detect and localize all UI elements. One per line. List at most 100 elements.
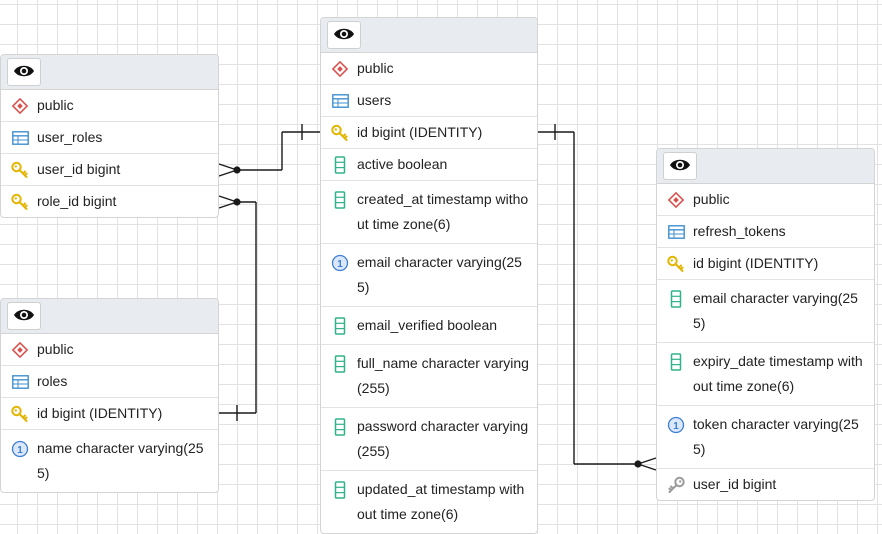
column-row[interactable]: id bigint (IDENTITY) xyxy=(321,117,537,149)
column-row-label: id bigint (IDENTITY) xyxy=(37,405,163,421)
table-name-row[interactable]: user_roles xyxy=(1,122,218,154)
unique-column-icon: 1 xyxy=(331,250,349,275)
unique-column-icon: 1 xyxy=(667,412,685,437)
primary-key-icon xyxy=(11,401,29,426)
schema-row[interactable]: public xyxy=(1,90,218,122)
table-icon xyxy=(331,88,349,113)
column-icon xyxy=(331,187,349,212)
table-icon xyxy=(667,219,685,244)
primary-key-icon xyxy=(11,157,29,182)
column-row-label: created_at timestamp without time zone(6… xyxy=(357,191,529,232)
column-icon xyxy=(331,351,349,376)
column-row-label: user_id bigint xyxy=(693,476,777,492)
svg-text:1: 1 xyxy=(17,445,23,456)
column-icon xyxy=(331,477,349,502)
rel-userroles-roles-foot xyxy=(218,195,238,203)
column-icon xyxy=(331,313,349,338)
column-icon xyxy=(331,152,349,177)
table-header xyxy=(657,149,874,184)
schema-icon xyxy=(667,187,685,212)
column-row-label: name character varying(255) xyxy=(37,440,204,481)
view-toggle-button[interactable] xyxy=(7,302,41,330)
view-toggle-button[interactable] xyxy=(327,21,361,49)
column-row[interactable]: 1 name character varying(255) xyxy=(1,430,218,492)
column-row-label: email character varying(255) xyxy=(693,290,858,331)
column-row[interactable]: 1 token character varying(255) xyxy=(657,406,874,469)
column-row-label: updated_at timestamp without time zone(6… xyxy=(357,481,525,522)
schema-icon xyxy=(331,56,349,81)
column-row-label: email_verified boolean xyxy=(357,317,498,333)
schema-row-label: public xyxy=(357,60,394,76)
column-row-label: role_id bigint xyxy=(37,193,117,209)
table-icon xyxy=(11,125,29,150)
column-icon xyxy=(667,349,685,374)
schema-icon xyxy=(11,337,29,362)
eye-icon xyxy=(13,64,35,81)
eye-icon xyxy=(333,27,355,44)
rel-tokens-users-foot xyxy=(637,463,657,471)
column-row[interactable]: 1 email character varying(255) xyxy=(321,244,537,307)
column-row-label: full_name character varying(255) xyxy=(357,355,529,396)
table-roles[interactable]: public roles id bigint (IDENTITY) 1 name cha… xyxy=(0,298,219,493)
column-row-label: email character varying(255) xyxy=(357,254,522,295)
table-name-row[interactable]: users xyxy=(321,85,537,117)
table-header xyxy=(321,18,537,53)
table-icon xyxy=(11,369,29,394)
rel-userroles-roles-many-dot xyxy=(233,198,241,206)
rel-userroles-roles-foot xyxy=(218,201,238,209)
rel-userroles-users-foot xyxy=(218,163,238,171)
table-header xyxy=(1,55,218,90)
rel-userroles-users-many-dot xyxy=(233,166,241,174)
schema-row-label: public xyxy=(693,191,730,207)
column-row-label: user_id bigint xyxy=(37,161,121,177)
svg-text:1: 1 xyxy=(673,421,679,432)
schema-row[interactable]: public xyxy=(657,184,874,216)
table-users[interactable]: public users id bigint (IDENTITY) active bo… xyxy=(320,17,538,534)
svg-text:1: 1 xyxy=(337,259,343,270)
column-row[interactable]: active boolean xyxy=(321,149,537,181)
column-icon xyxy=(667,286,685,311)
unique-column-icon: 1 xyxy=(11,436,29,461)
table-name-row-label: roles xyxy=(37,373,68,389)
table-header xyxy=(1,299,218,334)
column-row-label: token character varying(255) xyxy=(693,416,859,457)
column-row[interactable]: email_verified boolean xyxy=(321,307,537,345)
column-row[interactable]: password character varying(255) xyxy=(321,408,537,471)
rel-tokens-users-foot xyxy=(637,457,657,465)
table-name-row[interactable]: refresh_tokens xyxy=(657,216,874,248)
column-icon xyxy=(331,414,349,439)
column-row[interactable]: updated_at timestamp without time zone(6… xyxy=(321,471,537,533)
column-row[interactable]: expiry_date timestamp without time zone(… xyxy=(657,343,874,406)
table-name-row-label: users xyxy=(357,92,392,108)
schema-row[interactable]: public xyxy=(321,53,537,85)
primary-key-icon xyxy=(667,251,685,276)
column-row-label: password character varying(255) xyxy=(357,418,529,459)
column-row[interactable]: user_id bigint xyxy=(1,154,218,186)
eye-icon xyxy=(669,158,691,175)
table-name-row[interactable]: roles xyxy=(1,366,218,398)
column-row-label: id bigint (IDENTITY) xyxy=(357,124,483,140)
table-user-roles[interactable]: public user_roles user_id bigint role_id bi… xyxy=(0,54,219,218)
column-row[interactable]: email character varying(255) xyxy=(657,280,874,343)
foreign-key-icon xyxy=(667,472,685,497)
column-row-label: active boolean xyxy=(357,156,448,172)
schema-row-label: public xyxy=(37,97,74,113)
primary-key-icon xyxy=(331,120,349,145)
schema-row[interactable]: public xyxy=(1,334,218,366)
column-row[interactable]: user_id bigint xyxy=(657,469,874,500)
column-row[interactable]: id bigint (IDENTITY) xyxy=(1,398,218,430)
eye-icon xyxy=(13,308,35,325)
rel-userroles-users-foot xyxy=(218,169,238,177)
view-toggle-button[interactable] xyxy=(7,58,41,86)
column-row[interactable]: role_id bigint xyxy=(1,186,218,217)
view-toggle-button[interactable] xyxy=(663,152,697,180)
column-row[interactable]: id bigint (IDENTITY) xyxy=(657,248,874,280)
table-name-row-label: refresh_tokens xyxy=(693,223,786,239)
schema-icon xyxy=(11,93,29,118)
column-row-label: expiry_date timestamp without time zone(… xyxy=(693,353,863,394)
column-row[interactable]: created_at timestamp without time zone(6… xyxy=(321,181,537,244)
column-row[interactable]: full_name character varying(255) xyxy=(321,345,537,408)
schema-row-label: public xyxy=(37,341,74,357)
